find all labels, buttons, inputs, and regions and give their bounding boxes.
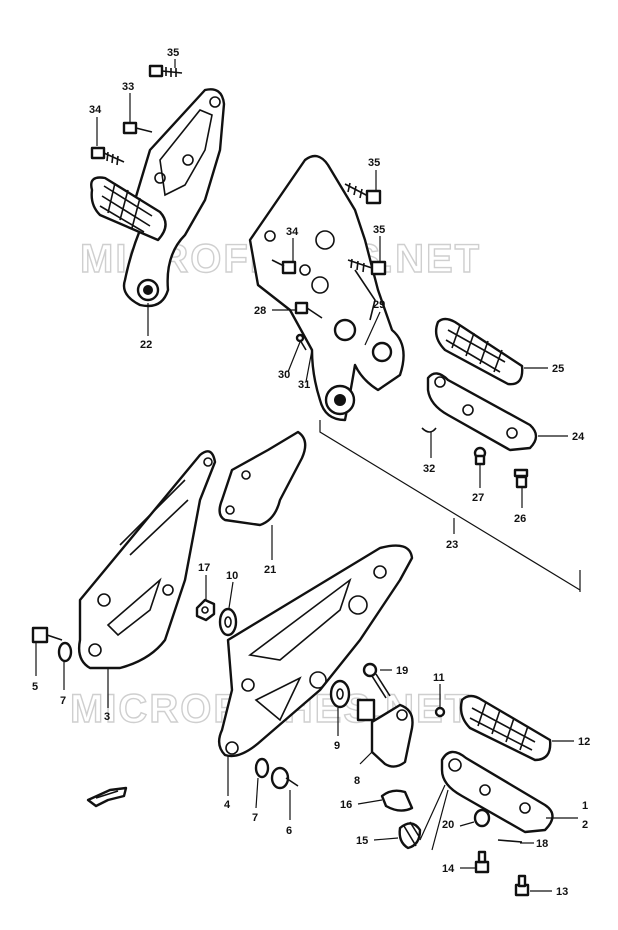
bracket-23 <box>248 154 405 422</box>
callout-7a: 7 <box>60 695 66 707</box>
callout-20: 20 <box>442 819 454 831</box>
callout-27: 27 <box>472 492 484 504</box>
bolt-14 <box>474 850 490 874</box>
callout-19: 19 <box>396 665 408 677</box>
callout-26: 26 <box>514 513 526 525</box>
guard-21 <box>218 430 307 527</box>
bolt-28 <box>294 301 323 319</box>
washer-20 <box>473 808 491 828</box>
callout-3: 3 <box>104 711 110 723</box>
callout-29: 29 <box>373 299 385 311</box>
callout-18: 18 <box>536 838 548 850</box>
pin-30 <box>295 333 307 351</box>
callout-4: 4 <box>224 799 231 811</box>
bolt-34b <box>271 259 297 275</box>
bolt-11 <box>434 706 446 718</box>
callout-32: 32 <box>423 463 435 475</box>
bolt-35c <box>347 258 387 276</box>
callout-17: 17 <box>198 562 210 574</box>
callout-33: 33 <box>122 81 134 93</box>
nut-17 <box>195 598 216 622</box>
clip-16 <box>380 789 414 812</box>
callout-23: 23 <box>446 539 458 551</box>
bolt-35b <box>344 182 382 205</box>
callout-25: 25 <box>552 363 564 375</box>
callout-labels: 35 33 34 22 35 34 35 28 29 30 31 25 24 3… <box>32 47 590 898</box>
bracket-3 <box>77 450 217 670</box>
callout-24: 24 <box>572 431 585 443</box>
callout-1: 1 <box>582 800 588 812</box>
bracket-22 <box>122 88 226 308</box>
callout-21: 21 <box>264 564 276 576</box>
callout-11: 11 <box>433 672 445 684</box>
callout-8: 8 <box>354 775 360 787</box>
washer-9 <box>329 679 351 709</box>
pivot-8 <box>356 698 414 768</box>
footpeg-bracket-1 <box>440 750 554 834</box>
bolt-5 <box>31 626 63 644</box>
callout-13: 13 <box>556 886 568 898</box>
callout-34a: 34 <box>89 104 102 116</box>
callout-2: 2 <box>582 819 588 831</box>
callout-14: 14 <box>442 863 455 875</box>
bolt-13 <box>514 874 530 897</box>
callout-5: 5 <box>32 681 38 693</box>
callout-35b: 35 <box>368 157 380 169</box>
bolt-26 <box>513 468 529 489</box>
front-arrow-icon <box>86 786 128 808</box>
washer-7b <box>254 757 270 779</box>
callout-28: 28 <box>254 305 266 317</box>
callout-35c: 35 <box>373 224 385 236</box>
callout-12: 12 <box>578 736 590 748</box>
callout-30: 30 <box>278 369 290 381</box>
washer-10 <box>218 607 238 637</box>
footpeg-rubber-12 <box>459 694 552 762</box>
washer-7a <box>57 641 73 663</box>
bracket-4 <box>217 544 414 758</box>
callout-7b: 7 <box>252 812 258 824</box>
callout-22: 22 <box>140 339 152 351</box>
bolt-35a <box>148 64 183 78</box>
callout-31: 31 <box>298 379 310 391</box>
washer-27 <box>473 446 487 466</box>
pin-19 <box>362 662 391 699</box>
callout-16: 16 <box>340 799 352 811</box>
assembly-line-23 <box>319 420 581 592</box>
pin-18 <box>497 839 523 843</box>
bolt-6 <box>270 766 299 790</box>
spring-15 <box>398 821 422 850</box>
leader-lines <box>35 59 578 892</box>
footpeg-bracket-24 <box>426 372 538 452</box>
callout-35a: 35 <box>167 47 179 59</box>
callout-6: 6 <box>286 825 292 837</box>
callout-15: 15 <box>356 835 368 847</box>
callout-10: 10 <box>226 570 238 582</box>
footpeg-rubber-25 <box>434 317 524 386</box>
callout-34b: 34 <box>286 226 299 238</box>
assembly-line-1 <box>419 784 449 851</box>
footpeg-rubber-22 <box>90 176 167 242</box>
clip-32 <box>421 427 437 433</box>
bolt-34a <box>90 146 125 166</box>
callout-9: 9 <box>334 740 340 752</box>
bolt-33 <box>122 121 153 135</box>
